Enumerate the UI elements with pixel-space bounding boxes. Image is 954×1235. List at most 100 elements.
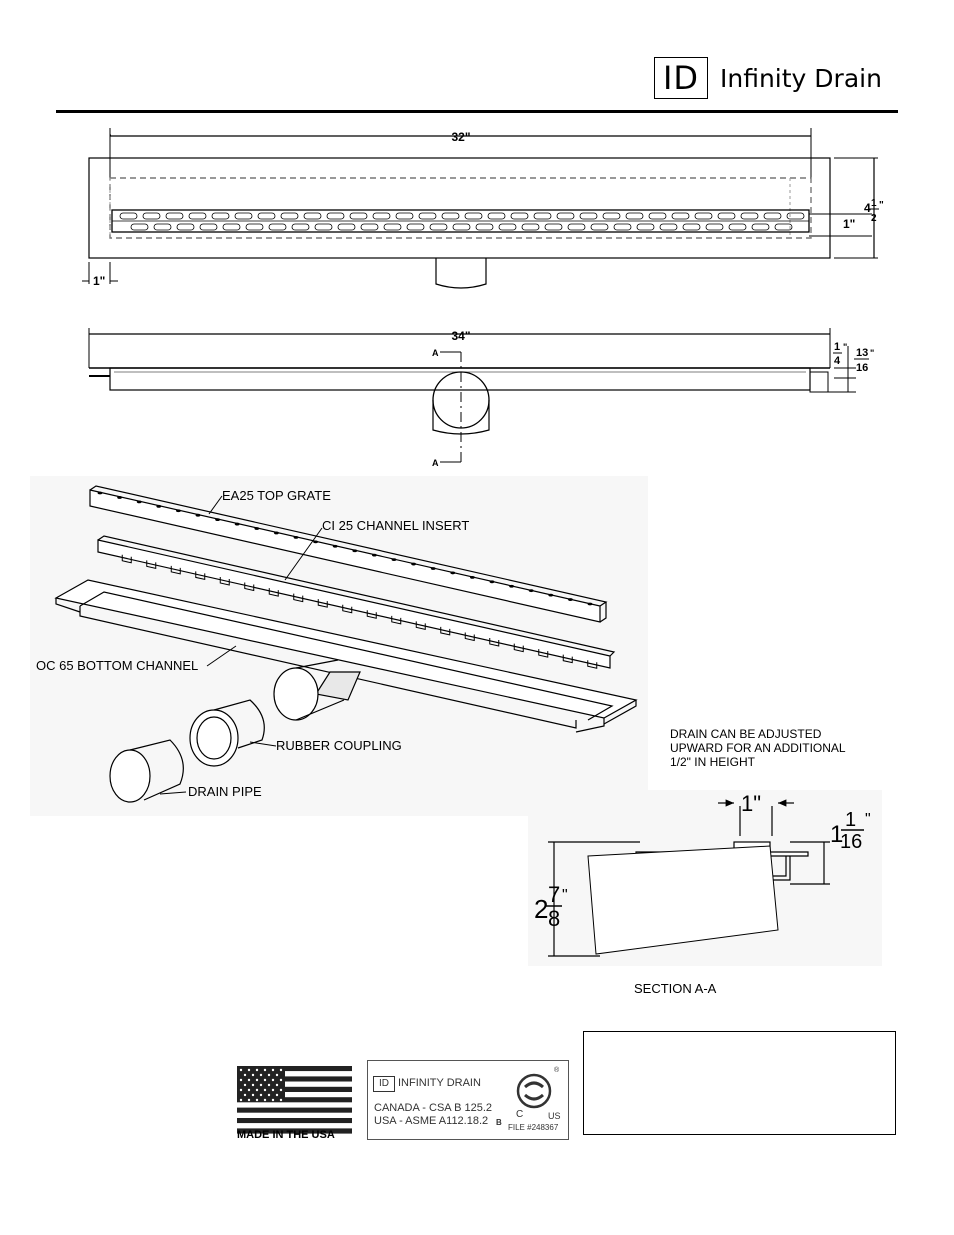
label-bottom-channel: OC 65 BOTTOM CHANNEL	[36, 658, 198, 673]
grate-slot	[257, 212, 276, 220]
grate-slot	[590, 223, 609, 231]
grate-slot	[395, 212, 414, 220]
flag-star	[243, 1083, 247, 1087]
label-top-grate: EA25 TOP GRATE	[222, 488, 331, 503]
grate-slot	[728, 223, 747, 231]
flag-star	[239, 1068, 243, 1072]
flag-stripe	[237, 1076, 352, 1082]
grate-hole	[254, 527, 260, 530]
grate-slot	[567, 223, 586, 231]
grate-slot	[245, 223, 264, 231]
flag-stripe	[237, 1086, 352, 1092]
side-frac1-unit: "	[843, 342, 847, 352]
flag-star	[243, 1073, 247, 1077]
insert-tooth	[268, 588, 279, 597]
flag-star	[263, 1088, 267, 1092]
label-channel-insert: CI 25 CHANNEL INSERT	[322, 518, 469, 533]
flag-star	[243, 1093, 247, 1097]
grate-hole	[489, 580, 495, 584]
grate-slot	[199, 223, 218, 231]
exploded-view	[54, 485, 638, 803]
grate-hole	[136, 500, 142, 504]
label-drain-pipe: DRAIN PIPE	[188, 784, 262, 799]
grate-hole	[215, 518, 221, 522]
section-height-unit: "	[865, 811, 871, 828]
grate-hole	[274, 531, 279, 535]
grate-slot	[349, 212, 368, 220]
grate-slot	[337, 223, 356, 231]
insert-tooth	[562, 654, 573, 664]
top-inner-label: 1"	[843, 217, 855, 231]
grate-hole	[313, 540, 318, 544]
flag-star	[259, 1093, 263, 1097]
grate-slot	[314, 223, 333, 231]
flag-star	[259, 1083, 263, 1087]
flag-star	[251, 1073, 255, 1077]
csa-registered-mark: ®	[554, 1067, 560, 1074]
flag-star	[247, 1088, 251, 1092]
insert-tooth	[489, 638, 500, 647]
flag-star	[275, 1093, 279, 1097]
grate-slot	[176, 223, 195, 231]
flag-star	[239, 1088, 243, 1092]
section-depth-whole: 2	[534, 894, 548, 924]
grate-slot	[234, 212, 253, 220]
insert-tooth	[538, 649, 549, 658]
csa-us-mark: US	[548, 1111, 561, 1121]
flag-star	[279, 1098, 283, 1102]
flag-star	[255, 1098, 259, 1102]
grate-slot	[464, 212, 483, 220]
grate-hole	[568, 598, 573, 601]
brand-name: Infinity Drain	[720, 64, 882, 93]
grate-slot	[705, 223, 724, 231]
flag-stripe	[237, 1107, 352, 1113]
top-height-unit: "	[879, 200, 884, 211]
grate-hole	[332, 544, 338, 548]
flag-stripe	[237, 1112, 352, 1118]
grate-slot	[452, 223, 471, 231]
flag-star	[259, 1073, 263, 1077]
grate-slot	[682, 223, 701, 231]
info-box	[583, 1031, 896, 1135]
side-frac2-den: 16	[856, 362, 868, 374]
section-title: SECTION A-A	[634, 981, 717, 996]
top-width-label: 32"	[451, 130, 470, 144]
flag-star	[275, 1083, 279, 1087]
section-view	[548, 799, 830, 957]
grate-slot	[188, 212, 207, 220]
grate-slot	[406, 223, 425, 231]
flag-star	[247, 1078, 251, 1082]
grate-hole	[548, 593, 554, 597]
flag-stripe	[237, 1118, 352, 1124]
grate-hole	[391, 558, 397, 561]
grate-slot	[671, 212, 690, 220]
grate-slot	[280, 212, 299, 220]
cert-brand: INFINITY DRAIN	[398, 1077, 481, 1089]
insert-tooth	[513, 643, 524, 653]
grate-slot	[326, 212, 345, 220]
flag-star	[247, 1068, 251, 1072]
section-depth-unit: "	[562, 887, 568, 904]
grate-slot	[153, 223, 172, 231]
grate-slot	[165, 212, 184, 220]
top-height-whole: 4	[864, 201, 871, 215]
insert-tooth	[121, 554, 132, 564]
cert-usa: USA - ASME A112.18.2	[374, 1115, 489, 1127]
flag-star	[263, 1068, 267, 1072]
insert-tooth	[366, 610, 377, 619]
made-in-usa-label: MADE IN THE USA	[237, 1129, 335, 1141]
section-marker-bottom: A	[432, 458, 439, 468]
grate-hole	[587, 602, 593, 606]
insert-tooth	[219, 576, 230, 586]
csa-logo-icon	[516, 1073, 552, 1109]
flag-star	[271, 1088, 275, 1092]
insert-tooth	[317, 599, 328, 608]
top-end-label: 1"	[93, 274, 105, 288]
flag-star	[251, 1083, 255, 1087]
grate-slot	[717, 212, 736, 220]
grate-hole	[234, 522, 240, 526]
grate-hole	[293, 536, 299, 539]
grate-hole	[372, 553, 377, 557]
flag-star	[255, 1078, 259, 1082]
section-height-whole: 1	[830, 821, 843, 848]
